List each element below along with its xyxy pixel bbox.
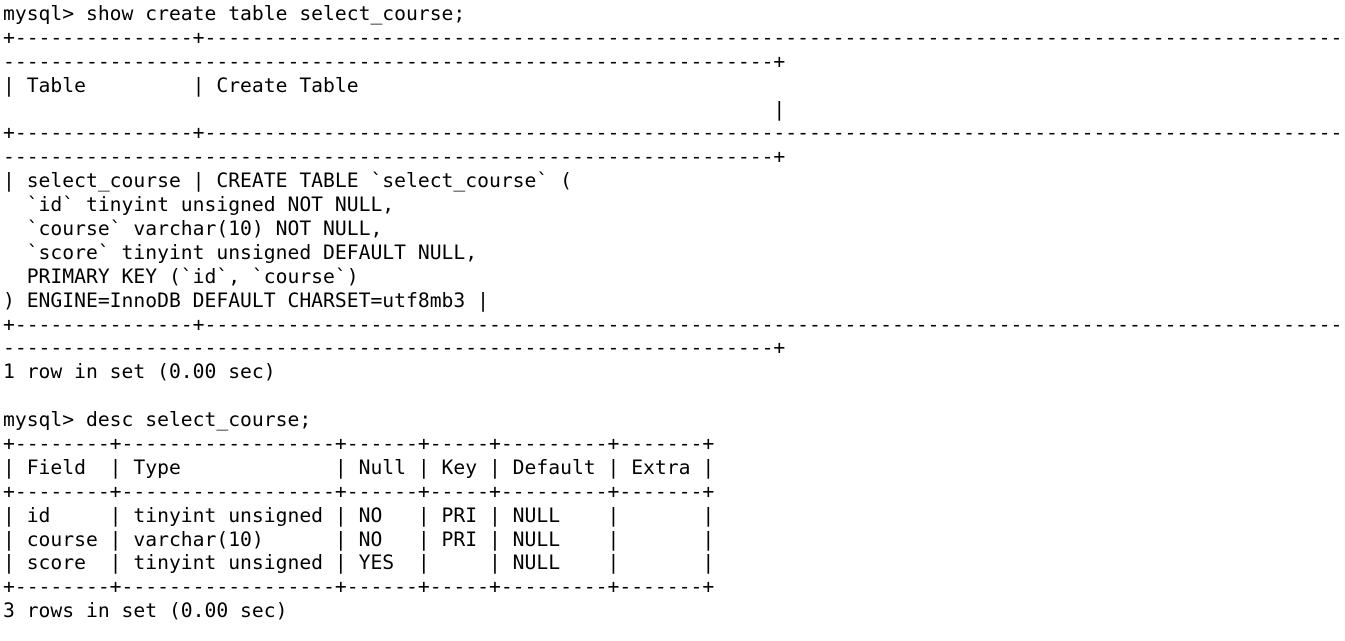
show-create-status: 1 row in set (0.00 sec) (3, 360, 276, 384)
desc-header-border: +--------+------------------+------+----… (3, 479, 715, 503)
show-create-result-row-start: | select_course | CREATE TABLE `select_c… (3, 169, 572, 193)
command-desc-table: mysql> desc select_course; (3, 408, 312, 432)
show-create-border-top-wrap-2: ----------------------------------------… (3, 49, 786, 73)
show-create-header-border-wrap-2: ----------------------------------------… (3, 145, 786, 169)
desc-row-score: | score | tinyint unsigned | YES | | NUL… (3, 551, 715, 575)
create-table-definition-score: `score` tinyint unsigned DEFAULT NULL, (3, 240, 478, 264)
desc-row-course: | course | varchar(10) | NO | PRI | NULL… (3, 527, 715, 551)
show-create-header-row-wrap: | (3, 97, 786, 121)
show-create-border-bottom-wrap-1: +---------------+-----------------------… (3, 312, 1343, 336)
create-table-definition-primary-key: PRIMARY KEY (`id`, `course`) (3, 264, 359, 288)
desc-header-row: | Field | Type | Null | Key | Default | … (3, 455, 715, 479)
command-show-create-table: mysql> show create table select_course; (3, 2, 466, 25)
create-table-definition-engine: ) ENGINE=InnoDB DEFAULT CHARSET=utf8mb3 … (3, 288, 489, 312)
show-create-border-bottom-wrap-2: ----------------------------------------… (3, 336, 786, 360)
blank-line (3, 384, 1345, 408)
desc-border-bottom: +--------+------------------+------+----… (3, 575, 715, 599)
show-create-border-top-wrap-1: +---------------+-----------------------… (3, 25, 1343, 49)
show-create-header-border-wrap-1: +---------------+-----------------------… (3, 121, 1343, 145)
create-table-definition-course: `course` varchar(10) NOT NULL, (3, 217, 383, 241)
desc-status: 3 rows in set (0.00 sec) (3, 599, 288, 623)
desc-row-id: | id | tinyint unsigned | NO | PRI | NUL… (3, 503, 715, 527)
desc-border-top: +--------+------------------+------+----… (3, 432, 715, 456)
show-create-header-row: | Table | Create Table (3, 73, 359, 97)
create-table-definition-id: `id` tinyint unsigned NOT NULL, (3, 193, 395, 217)
